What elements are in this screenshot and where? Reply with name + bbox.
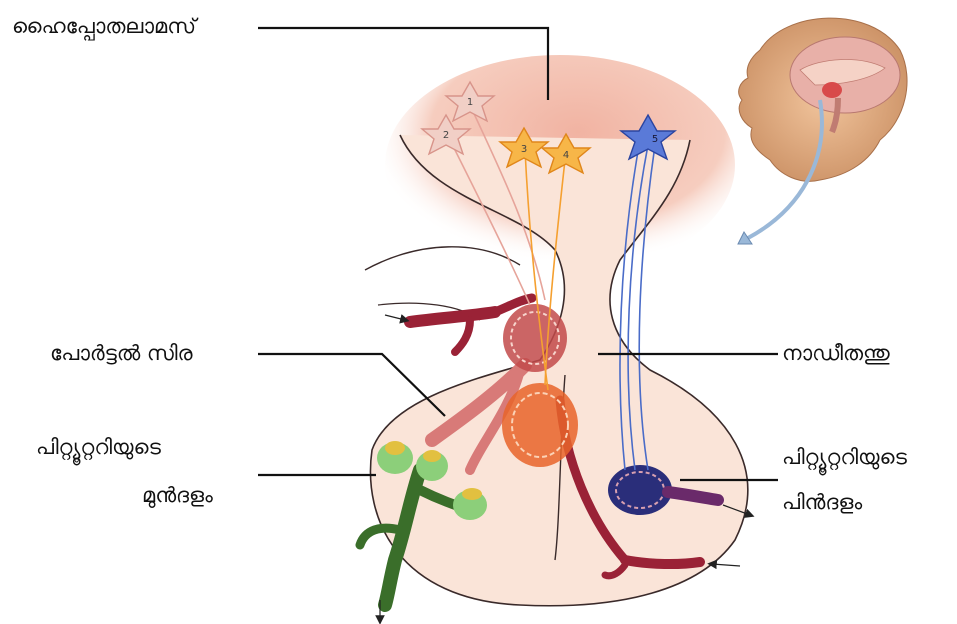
primary-capillary-bed [503,304,567,372]
posterior-pituitary-label-line2: പിൻദളം [782,492,862,513]
anterior-pituitary-label-line2: മുൻദളം [142,485,213,506]
nerve-fibre-label: നാഡീതന്തു [782,343,890,364]
neuron-2-label: 2 [443,130,449,141]
anterior-pituitary-label-line1: പിറ്റ്യൂറ്ററിയുടെ [36,437,161,458]
orange-capillary-bed [502,383,578,467]
neuron-3-label: 3 [521,144,527,155]
portal-vein-label: പോർട്ടൽ സിര [50,343,193,364]
hypothalamus-label: ഹൈപ്പോതലാമസ് [12,16,196,37]
neuron-1-label: 1 [467,97,473,108]
neuron-5-label: 5 [652,134,658,145]
posterior-vessel [668,492,718,500]
neuron-4-label: 4 [563,150,569,161]
posterior-pituitary-label-line1: പിറ്റ്യൂറ്ററിയുടെ [782,447,907,468]
head-with-brain-image [739,18,907,181]
